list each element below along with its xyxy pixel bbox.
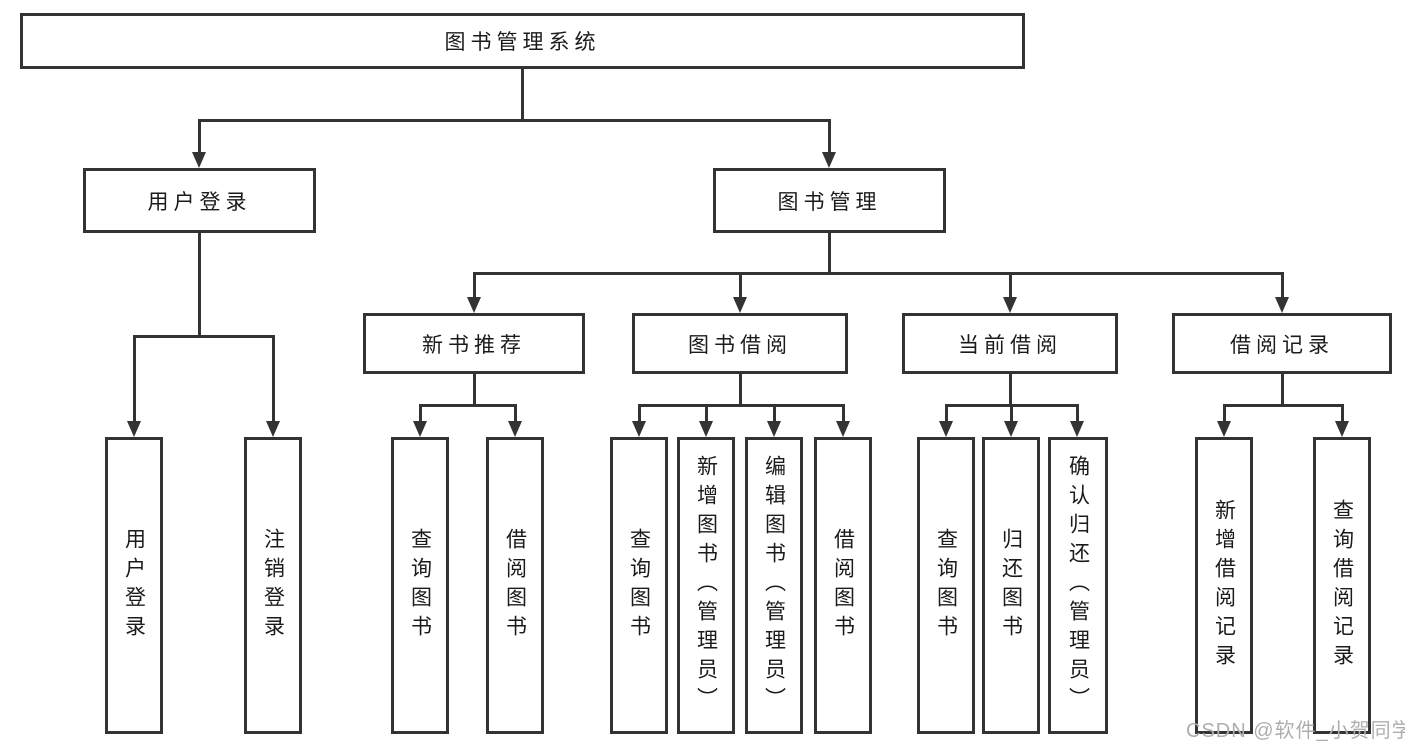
node-label: 当前借阅 bbox=[958, 333, 1062, 357]
node-label: 图书管理 bbox=[777, 190, 882, 214]
flow-line-vertical bbox=[472, 273, 476, 298]
leaf-label: 查询图书 bbox=[934, 527, 958, 644]
leaf-query-books-recommend: 查询图书 bbox=[391, 437, 449, 734]
flow-line-vertical bbox=[472, 374, 476, 407]
flow-line-vertical bbox=[944, 405, 948, 422]
flow-line-vertical bbox=[704, 405, 708, 422]
node-borrowing-records: 借阅记录 bbox=[1172, 313, 1392, 374]
arrow-down-icon bbox=[508, 421, 522, 437]
flow-line-horizontal bbox=[1222, 403, 1344, 407]
leaf-borrow-books-recommend: 借阅图书 bbox=[486, 437, 544, 734]
node-label: 图书管理系统 bbox=[444, 31, 601, 54]
flow-line-horizontal bbox=[944, 403, 1079, 407]
flow-line-vertical bbox=[1008, 374, 1012, 407]
flow-line-horizontal bbox=[132, 334, 275, 338]
arrow-down-icon bbox=[632, 421, 646, 437]
node-label: 新书推荐 bbox=[422, 333, 526, 357]
flow-line-vertical bbox=[841, 405, 845, 422]
arrow-down-icon bbox=[1003, 297, 1017, 313]
node-current-borrowing: 当前借阅 bbox=[902, 313, 1118, 374]
node-library-management-system: 图书管理系统 bbox=[20, 13, 1025, 69]
flow-line-vertical bbox=[827, 233, 831, 275]
flow-line-horizontal bbox=[418, 403, 517, 407]
flow-line-vertical bbox=[772, 405, 776, 422]
leaf-label: 查询图书 bbox=[627, 527, 651, 644]
leaf-logout: 注销登录 bbox=[244, 437, 302, 734]
leaf-query-books-borrow: 查询图书 bbox=[610, 437, 668, 734]
leaf-label: 借阅图书 bbox=[503, 527, 527, 644]
flow-line-vertical bbox=[197, 233, 201, 338]
arrow-down-icon bbox=[192, 152, 206, 168]
arrow-down-icon bbox=[836, 421, 850, 437]
arrow-down-icon bbox=[467, 297, 481, 313]
arrow-down-icon bbox=[1004, 421, 1018, 437]
leaf-edit-book-admin: 编辑图书（管理员） bbox=[745, 437, 803, 734]
leaf-label: 注销登录 bbox=[261, 527, 285, 644]
arrow-down-icon bbox=[127, 421, 141, 437]
leaf-confirm-return-admin: 确认归还（管理员） bbox=[1048, 437, 1108, 734]
leaf-label: 查询图书 bbox=[408, 527, 432, 644]
arrow-down-icon bbox=[1070, 421, 1084, 437]
node-book-management: 图书管理 bbox=[713, 168, 946, 233]
flow-line-vertical bbox=[132, 336, 136, 422]
flow-line-vertical bbox=[827, 119, 831, 153]
leaf-label: 编辑图书（管理员） bbox=[762, 455, 786, 716]
node-book-borrowing: 图书借阅 bbox=[632, 313, 848, 374]
flow-line-horizontal bbox=[472, 271, 1284, 275]
leaf-label: 归还图书 bbox=[999, 527, 1023, 644]
flow-line-vertical bbox=[637, 405, 641, 422]
flow-line-vertical bbox=[1009, 405, 1013, 422]
leaf-label: 新增借阅记录 bbox=[1212, 498, 1236, 673]
leaf-label: 借阅图书 bbox=[831, 527, 855, 644]
leaf-add-borrow-record: 新增借阅记录 bbox=[1195, 437, 1253, 734]
leaf-add-book-admin: 新增图书（管理员） bbox=[677, 437, 735, 734]
csdn-watermark: CSDN @软件_小贺同学 bbox=[1186, 720, 1405, 742]
flow-line-vertical bbox=[520, 69, 524, 121]
flow-line-vertical bbox=[1280, 374, 1284, 407]
flow-line-vertical bbox=[1008, 273, 1012, 298]
leaf-label: 确认归还（管理员） bbox=[1066, 455, 1090, 716]
arrow-down-icon bbox=[733, 297, 747, 313]
flow-line-vertical bbox=[197, 119, 201, 153]
flow-line-vertical bbox=[738, 273, 742, 298]
arrow-down-icon bbox=[822, 152, 836, 168]
leaf-query-books-current: 查询图书 bbox=[917, 437, 975, 734]
arrow-down-icon bbox=[266, 421, 280, 437]
flow-line-vertical bbox=[738, 374, 742, 407]
flow-line-vertical bbox=[271, 336, 275, 422]
leaf-label: 查询借阅记录 bbox=[1330, 498, 1354, 673]
leaf-label: 用户登录 bbox=[122, 527, 146, 644]
node-user-login: 用户登录 bbox=[83, 168, 316, 233]
leaf-query-borrow-record: 查询借阅记录 bbox=[1313, 437, 1371, 734]
leaf-label: 新增图书（管理员） bbox=[694, 455, 718, 716]
flow-line-vertical bbox=[418, 405, 422, 422]
flow-line-vertical bbox=[513, 405, 517, 422]
arrow-down-icon bbox=[1275, 297, 1289, 313]
flow-line-horizontal bbox=[637, 403, 845, 407]
arrow-down-icon bbox=[1217, 421, 1231, 437]
arrow-down-icon bbox=[939, 421, 953, 437]
flow-line-vertical bbox=[1280, 273, 1284, 298]
arrow-down-icon bbox=[1335, 421, 1349, 437]
node-label: 借阅记录 bbox=[1230, 333, 1334, 357]
flow-line-vertical bbox=[1222, 405, 1226, 422]
node-label: 用户登录 bbox=[147, 190, 252, 214]
leaf-borrow-books: 借阅图书 bbox=[814, 437, 872, 734]
flow-line-horizontal bbox=[197, 118, 831, 122]
arrow-down-icon bbox=[767, 421, 781, 437]
arrow-down-icon bbox=[699, 421, 713, 437]
flow-line-vertical bbox=[1340, 405, 1344, 422]
node-new-book-recommendation: 新书推荐 bbox=[363, 313, 585, 374]
arrow-down-icon bbox=[413, 421, 427, 437]
leaf-user-login: 用户登录 bbox=[105, 437, 163, 734]
flow-line-vertical bbox=[1075, 405, 1079, 422]
leaf-return-book: 归还图书 bbox=[982, 437, 1040, 734]
node-label: 图书借阅 bbox=[688, 333, 792, 357]
